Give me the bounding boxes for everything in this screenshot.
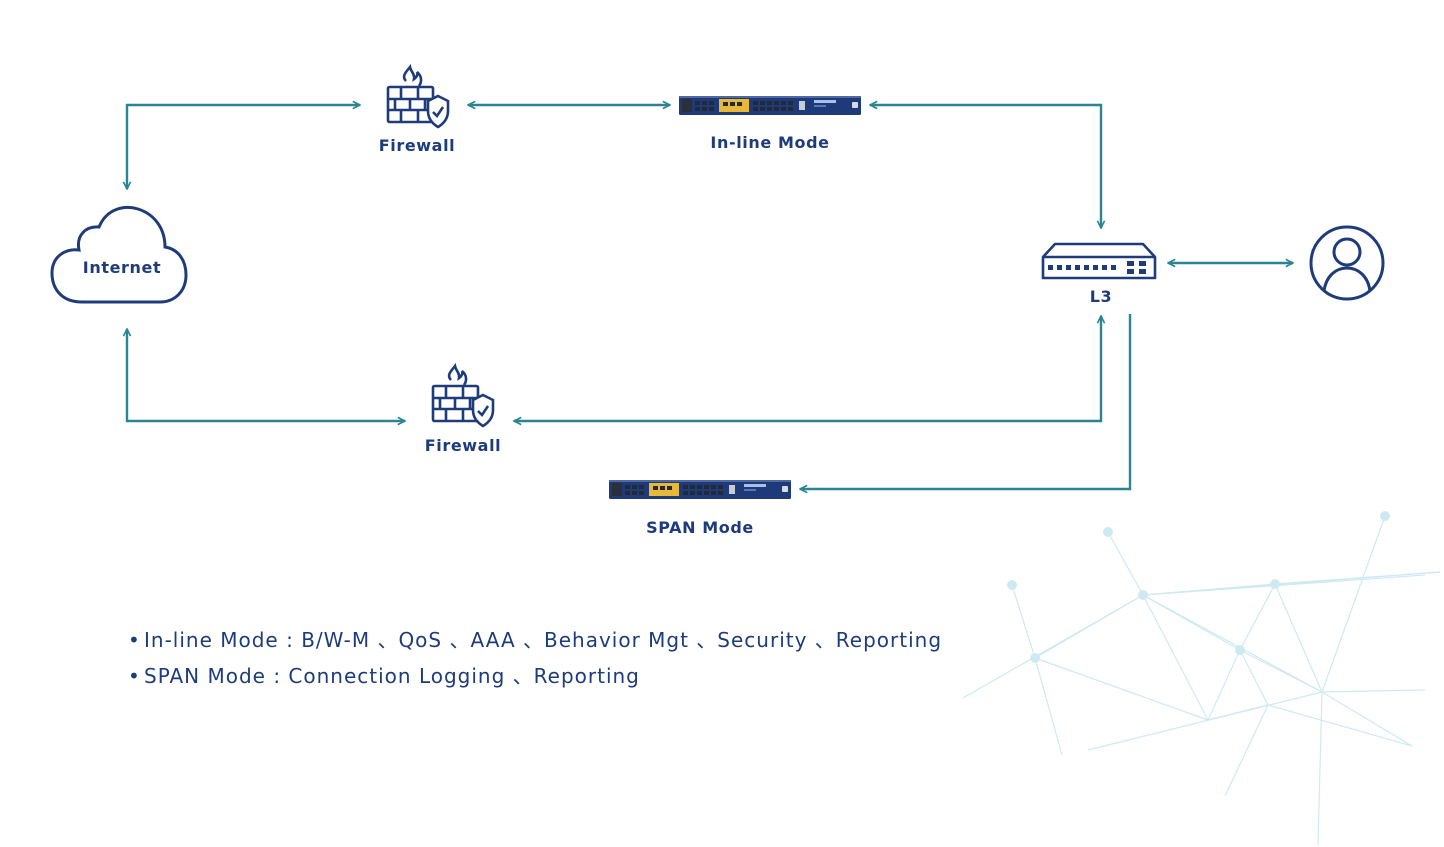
span-appliance-icon: [609, 480, 791, 499]
connector-internet-firewall-top: [127, 105, 360, 189]
firewall-top-icon: [386, 63, 450, 129]
firewall-bottom-label: Firewall: [425, 436, 502, 455]
mode-feature-list: •In-line Mode : B/W-M 、QoS 、AAA 、Behavio…: [128, 622, 942, 694]
bullet: •: [128, 628, 141, 652]
span-mode-label: SPAN Mode: [646, 518, 754, 537]
connector-internet-firewall-bottom: [127, 329, 405, 421]
bullet: •: [128, 664, 141, 688]
background-network-nodes: [1007, 511, 1390, 663]
legend-item-inline-mode: •In-line Mode : B/W-M 、QoS 、AAA 、Behavio…: [128, 622, 942, 658]
user-avatar-icon: [1309, 225, 1385, 301]
l3-label: L3: [1090, 287, 1113, 306]
inline-mode-label: In-line Mode: [710, 133, 829, 152]
background-network-decoration: [962, 515, 1441, 846]
connector-firewall-bottom-l3: [514, 316, 1101, 421]
inline-appliance-icon: [679, 96, 861, 115]
firewall-top-label: Firewall: [379, 136, 456, 155]
firewall-bottom-icon: [431, 362, 495, 428]
internet-label: Internet: [83, 258, 161, 277]
network-switch-icon: [1041, 242, 1157, 280]
connector-l3-span-device: [800, 314, 1132, 489]
legend-item-span-mode: •SPAN Mode : Connection Logging 、Reporti…: [128, 658, 942, 694]
connectors: [127, 105, 1293, 489]
cloud-icon: [50, 205, 188, 304]
legend-text-inline-mode: In-line Mode : B/W-M 、QoS 、AAA 、Behavior…: [144, 628, 943, 652]
legend-text-span-mode: SPAN Mode : Connection Logging 、Reportin…: [144, 664, 640, 688]
connector-inline-device-l3: [870, 105, 1101, 228]
